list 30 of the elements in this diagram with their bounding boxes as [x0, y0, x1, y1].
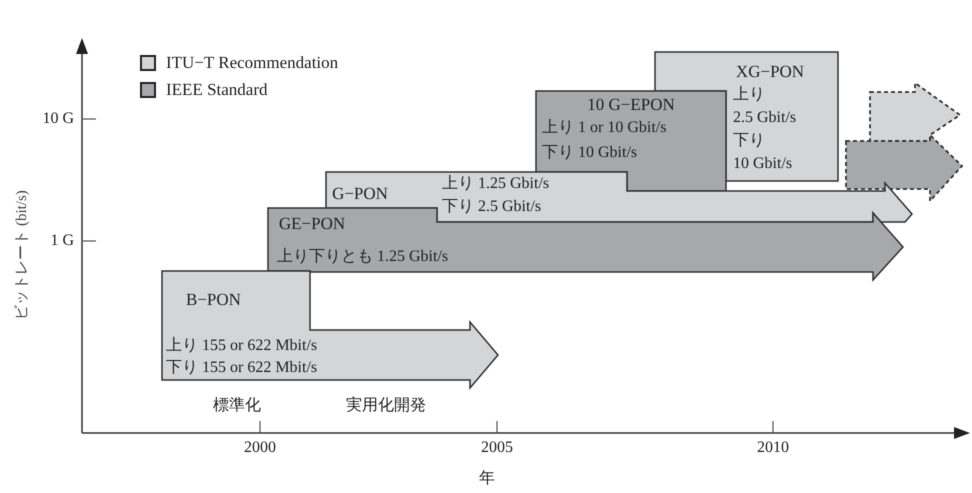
tick-label: 1 G [49, 231, 74, 251]
bit-rate-text: 上り 155 or 622 Mbit/s [166, 336, 318, 356]
dashed-timeline-bar [846, 135, 962, 201]
standard-name: GE−PON [278, 214, 346, 234]
bit-rate-text: 上り 1.25 Gbit/s [442, 174, 550, 194]
timeline-bar [162, 271, 498, 388]
standard-name: XG−PON [736, 62, 804, 82]
axis-title: 年 [479, 469, 495, 489]
tick-label: 10 G [41, 109, 74, 129]
bit-rate-text: 上り 1 or 10 Gbit/s [542, 118, 666, 138]
bit-rate-text: 下り [733, 131, 765, 151]
legend-label: IEEE Standard [166, 80, 268, 100]
bit-rate-text: 下り 10 Gbit/s [542, 143, 638, 163]
dashed-timeline-bar [870, 83, 960, 141]
bit-rate-text: 上り下りとも 1.25 Gbit/s [277, 247, 448, 267]
tick-label: 2005 [481, 438, 513, 458]
legend-label: ITU−T Recommendation [166, 53, 338, 73]
bit-rate-text: 2.5 Gbit/s [733, 108, 796, 128]
bit-rate-text: 下り 2.5 Gbit/s [442, 197, 542, 217]
bit-rate-text: 10 Gbit/s [733, 154, 792, 174]
bit-rate-text: 上り [733, 85, 765, 105]
standard-name: 10 G−EPON [587, 95, 675, 115]
standard-name: B−PON [186, 290, 241, 310]
phase-label: 標準化 [213, 396, 261, 416]
bit-rate-text: 下り 155 or 622 Mbit/s [166, 358, 318, 378]
tick-label: 2010 [757, 438, 789, 458]
standard-name: G−PON [332, 184, 388, 204]
phase-label: 実用化開発 [346, 396, 426, 416]
tick-label: 2000 [244, 438, 276, 458]
axis-title: ビットレート (bit/s) [13, 190, 31, 320]
